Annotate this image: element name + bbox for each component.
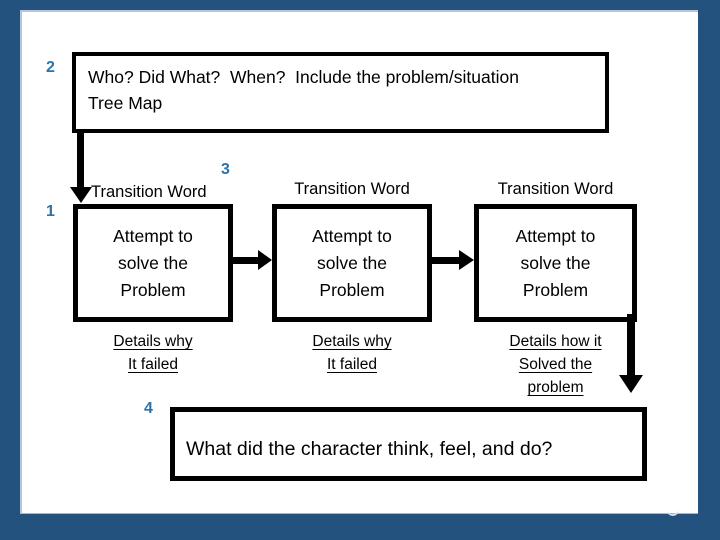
step-number-1: 1: [46, 203, 55, 220]
arrow-shaft: [432, 257, 459, 264]
transition-word-label-1: Transition Word: [91, 183, 207, 201]
details-label-1: Details why It failed: [113, 333, 193, 373]
arrow-head-down-icon: [70, 187, 92, 203]
transition-word-label-2: Transition Word: [294, 180, 410, 198]
arrow-shaft: [627, 314, 635, 375]
details-label-3: Details how it Solved the problem: [509, 333, 602, 396]
details-label-2: Details why It failed: [312, 333, 392, 373]
transition-word-label-3: Transition Word: [497, 180, 614, 198]
attempt-box-3: Attempt to solve the Problem: [474, 204, 637, 322]
attempt-box-2: Attempt to solve the Problem: [272, 204, 432, 322]
arrow-head-right-icon: [459, 250, 474, 270]
corner-artifact-mark: [666, 507, 680, 517]
arrow-shaft: [77, 131, 84, 187]
arrow-head-down-icon: [619, 375, 643, 393]
step-number-3: 3: [221, 161, 230, 178]
attempt-box-1: Attempt to solve the Problem: [73, 204, 233, 322]
arrow-head-right-icon: [258, 250, 272, 270]
arrow-shaft: [233, 257, 259, 264]
intro-box: Who? Did What? When? Include the problem…: [72, 52, 609, 133]
conclusion-box: What did the character think, feel, and …: [170, 407, 647, 481]
step-number-2: 2: [46, 59, 55, 76]
step-number-4: 4: [144, 400, 153, 417]
